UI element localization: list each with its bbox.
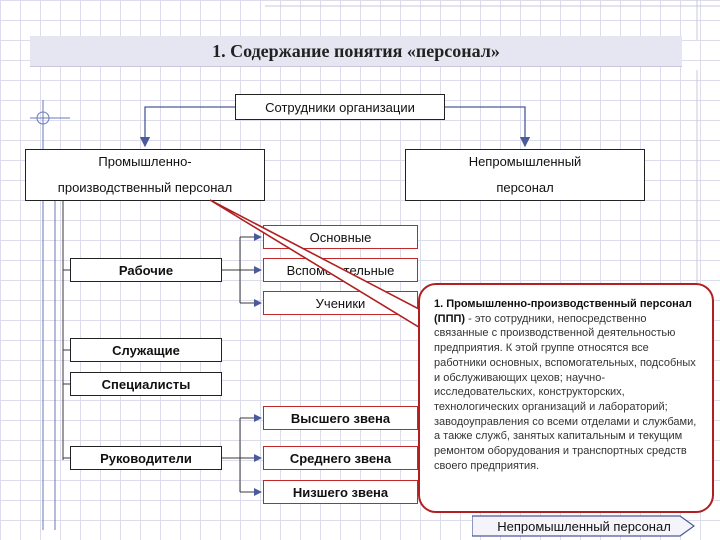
nonindustrial-nav-label: Непромышленный персонал bbox=[497, 518, 671, 534]
industrial-line2: производственный персонал bbox=[57, 180, 233, 195]
nonindustrial-line1: Непромышленный bbox=[468, 154, 582, 169]
industrial-personnel-node[interactable]: Промышленно- производственный персонал bbox=[25, 149, 265, 201]
nonindustrial-nav-button[interactable]: Непромышленный персонал bbox=[472, 515, 696, 537]
industrial-line1: Промышленно- bbox=[98, 154, 192, 169]
nonindustrial-line2: персонал bbox=[496, 180, 554, 195]
workers-aux-label: Вспомогательные bbox=[286, 262, 395, 278]
managers-label: Руководители bbox=[100, 450, 192, 466]
mgr-top-label: Высшего звена bbox=[290, 410, 391, 426]
mgr-lower-node: Низшего звена bbox=[263, 480, 418, 504]
workers-main-node: Основные bbox=[263, 225, 418, 249]
nonindustrial-personnel-node[interactable]: Непромышленный персонал bbox=[405, 149, 645, 201]
callout-body-text: - это сотрудники, непосредственно связан… bbox=[434, 312, 697, 472]
workers-node: Рабочие bbox=[70, 258, 222, 282]
workers-label: Рабочие bbox=[118, 262, 174, 278]
managers-node: Руководители bbox=[70, 446, 222, 470]
workers-main-label: Основные bbox=[309, 229, 372, 245]
arrow-shape-icon bbox=[472, 515, 696, 537]
crosshair-icon bbox=[36, 111, 50, 125]
mgr-middle-label: Среднего звена bbox=[289, 450, 392, 466]
workers-aux-node: Вспомогательные bbox=[263, 258, 418, 282]
mgr-middle-node: Среднего звена bbox=[263, 446, 418, 470]
page-title: 1. Содержание понятия «персонал» bbox=[30, 36, 682, 67]
callout-bold-text: 1. Промышленно-производственный персонал… bbox=[434, 298, 692, 325]
root-node-label: Сотрудники организации bbox=[265, 99, 415, 115]
specialists-node: Специалисты bbox=[70, 372, 222, 396]
root-node: Сотрудники организации bbox=[235, 94, 445, 120]
callout-panel: 1. Промышленно-производственный персонал… bbox=[418, 283, 714, 513]
mgr-lower-label: Низшего звена bbox=[292, 484, 389, 500]
employees-node: Служащие bbox=[70, 338, 222, 362]
mgr-top-node: Высшего звена bbox=[263, 406, 418, 430]
specialists-label: Специалисты bbox=[101, 376, 191, 392]
workers-students-label: Ученики bbox=[315, 295, 366, 311]
employees-label: Служащие bbox=[112, 342, 180, 358]
workers-students-node: Ученики bbox=[263, 291, 418, 315]
